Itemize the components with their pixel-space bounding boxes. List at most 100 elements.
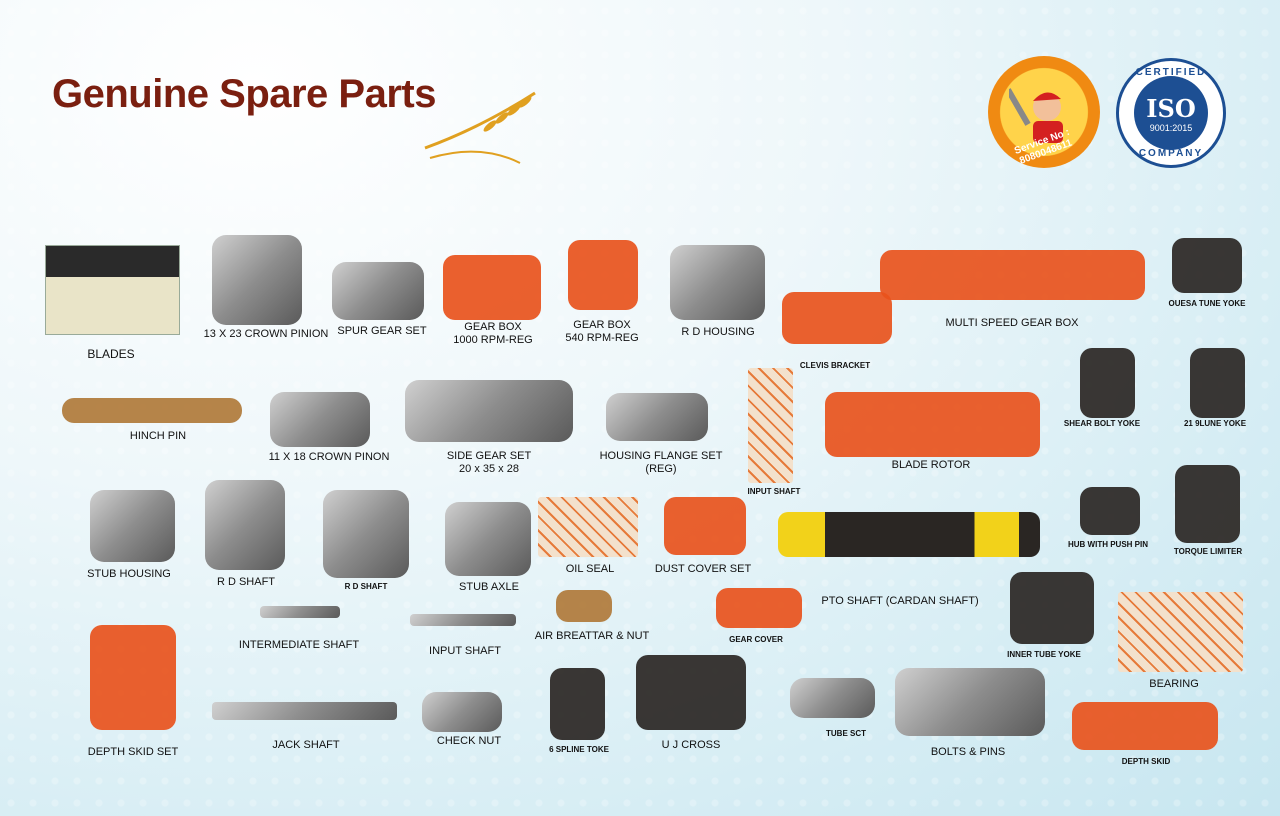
label-line: 21 9LUNE YOKE (1183, 419, 1247, 428)
input-shaft-image (410, 614, 516, 626)
label-line: GEAR BOX (464, 321, 522, 333)
label-line: CLEVIS BRACKET (799, 361, 871, 370)
torque-limiter-image (1175, 465, 1240, 543)
multi-speed-gear-box-image (880, 250, 1145, 300)
label-line: BLADE ROTOR (891, 459, 971, 471)
clevis-bracket-label: CLEVIS BRACKET (800, 361, 870, 371)
spur-gear-set-image (332, 262, 424, 320)
13-x-23-crown-pinion-image (212, 235, 302, 325)
label-line: INPUT SHAFT (429, 645, 501, 657)
label-line: 1000 RPM-REG (453, 334, 533, 346)
stub-axle-image (445, 502, 531, 576)
label-line: SIDE GEAR SET (446, 450, 532, 462)
label-line: AIR BREATTAR & NUT (534, 630, 650, 642)
side-gear-set-20-x-35-x-28-image (405, 380, 573, 442)
hub-with-push-pin-label: HUB WITH PUSH PIN (1068, 540, 1148, 550)
label-line: PTO SHAFT (CARDAN SHAFT) (821, 595, 979, 607)
tube-sct-image (790, 678, 875, 718)
iso-certified-badge: CERTIFIED ISO 9001:2015 COMPANY (1116, 58, 1226, 168)
air-breattar-nut-label: AIR BREATTAR & NUT (535, 630, 650, 643)
gear-cover-image (716, 588, 802, 628)
blades-label: BLADES (87, 348, 134, 361)
label-line: TORQUE LIMITER (1173, 547, 1243, 556)
pto-shaft-cardan-shaft-label: PTO SHAFT (CARDAN SHAFT) (821, 595, 978, 608)
gear-cover-label: GEAR COVER (729, 635, 783, 645)
intermediate-shaft-label: INTERMEDIATE SHAFT (239, 639, 359, 652)
21-9lune-yoke-label: 21 9LUNE YOKE (1184, 419, 1246, 429)
label-line: 540 RPM-REG (565, 332, 639, 344)
bearing-image (1118, 592, 1243, 672)
hub-with-push-pin-image (1080, 487, 1140, 535)
shear-bolt-yoke-image (1080, 348, 1135, 418)
label-line: 6 SPLINE TOKE (549, 745, 609, 754)
label-line: STUB HOUSING (87, 568, 171, 580)
label-line: BOLTS & PINS (930, 746, 1006, 758)
label-line: 11 X 18 CROWN PINON (268, 451, 390, 463)
pto-shaft-cardan-shaft-image (778, 512, 1040, 557)
jack-shaft-label: JACK SHAFT (272, 739, 339, 752)
spur-gear-set-label: SPUR GEAR SET (337, 325, 426, 338)
iso-top-text: CERTIFIED (1135, 67, 1207, 78)
label-line: INNER TUBE YOKE (1007, 650, 1081, 659)
oil-seal-image (538, 497, 638, 557)
wheat-logo-icon (424, 91, 536, 164)
r-d-shaft-label: R D SHAFT (345, 582, 388, 592)
label-line: OUESA TUNE YOKE (1168, 299, 1246, 308)
13-x-23-crown-pinion-label: 13 X 23 CROWN PINION (204, 328, 329, 341)
gear-box-540-rpm-reg-image (568, 240, 638, 310)
clevis-bracket-image (782, 292, 892, 344)
input-shaft-image (748, 368, 793, 483)
label-line: JACK SHAFT (272, 739, 340, 751)
shear-bolt-yoke-label: SHEAR BOLT YOKE (1064, 419, 1140, 429)
air-breattar-nut-image (556, 590, 612, 622)
label-line: 20 x 35 x 28 (459, 463, 519, 475)
r-d-housing-label: R D HOUSING (681, 326, 754, 339)
inner-tube-yoke-label: INNER TUBE YOKE (1007, 650, 1081, 660)
torque-limiter-label: TORQUE LIMITER (1174, 547, 1242, 557)
multi-speed-gear-box-label: MULTI SPEED GEAR BOX (945, 317, 1078, 330)
label-line: TUBE SCT (826, 729, 866, 738)
iso-bottom-text: COMPANY (1138, 148, 1204, 159)
label-line: GEAR BOX (573, 319, 631, 331)
housing-flange-set-reg-label: HOUSING FLANGE SET(REG) (600, 450, 723, 476)
label-line: SHEAR BOLT YOKE (1063, 419, 1141, 428)
label-line: CHECK NUT (436, 735, 502, 747)
dust-cover-set-image (664, 497, 746, 555)
dust-cover-set-label: DUST COVER SET (655, 563, 751, 576)
6-spline-toke-image (550, 668, 605, 740)
label-line: MULTI SPEED GEAR BOX (945, 317, 1079, 329)
label-line: DEPTH SKID SET (87, 746, 179, 758)
label-line: INPUT SHAFT (747, 487, 801, 496)
tube-sct-label: TUBE SCT (826, 729, 866, 739)
r-d-shaft-label: R D SHAFT (217, 576, 275, 589)
ouesa-tune-yoke-image (1172, 238, 1242, 293)
11-x-18-crown-pinon-label: 11 X 18 CROWN PINON (269, 451, 390, 464)
stub-housing-label: STUB HOUSING (87, 568, 171, 581)
label-line: 13 X 23 CROWN PINION (203, 328, 329, 340)
blades-image (45, 245, 180, 335)
6-spline-toke-label: 6 SPLINE TOKE (549, 745, 609, 755)
label-line: HOUSING FLANGE SET (599, 450, 723, 462)
check-nut-label: CHECK NUT (437, 735, 501, 748)
depth-skid-label: DEPTH SKID (1122, 757, 1170, 767)
r-d-housing-image (670, 245, 765, 320)
label-line: R D SHAFT (344, 582, 388, 591)
intermediate-shaft-image (260, 606, 340, 618)
stub-housing-image (90, 490, 175, 562)
depth-skid-image (1072, 702, 1218, 750)
hinch-pin-image (62, 398, 242, 423)
blade-rotor-image (825, 392, 1040, 457)
label-line: R D SHAFT (216, 576, 276, 588)
label-line: R D HOUSING (681, 326, 755, 338)
stub-axle-label: STUB AXLE (459, 581, 519, 594)
bolts-pins-label: BOLTS & PINS (931, 746, 1005, 759)
iso-main-text: ISO (1146, 93, 1196, 123)
u-j-cross-image (636, 655, 746, 730)
label-line: HINCH PIN (129, 430, 187, 442)
inner-tube-yoke-image (1010, 572, 1094, 644)
ouesa-tune-yoke-label: OUESA TUNE YOKE (1169, 299, 1246, 309)
label-line: BEARING (1149, 678, 1199, 690)
iso-standard-text: 9001:2015 (1149, 122, 1193, 133)
